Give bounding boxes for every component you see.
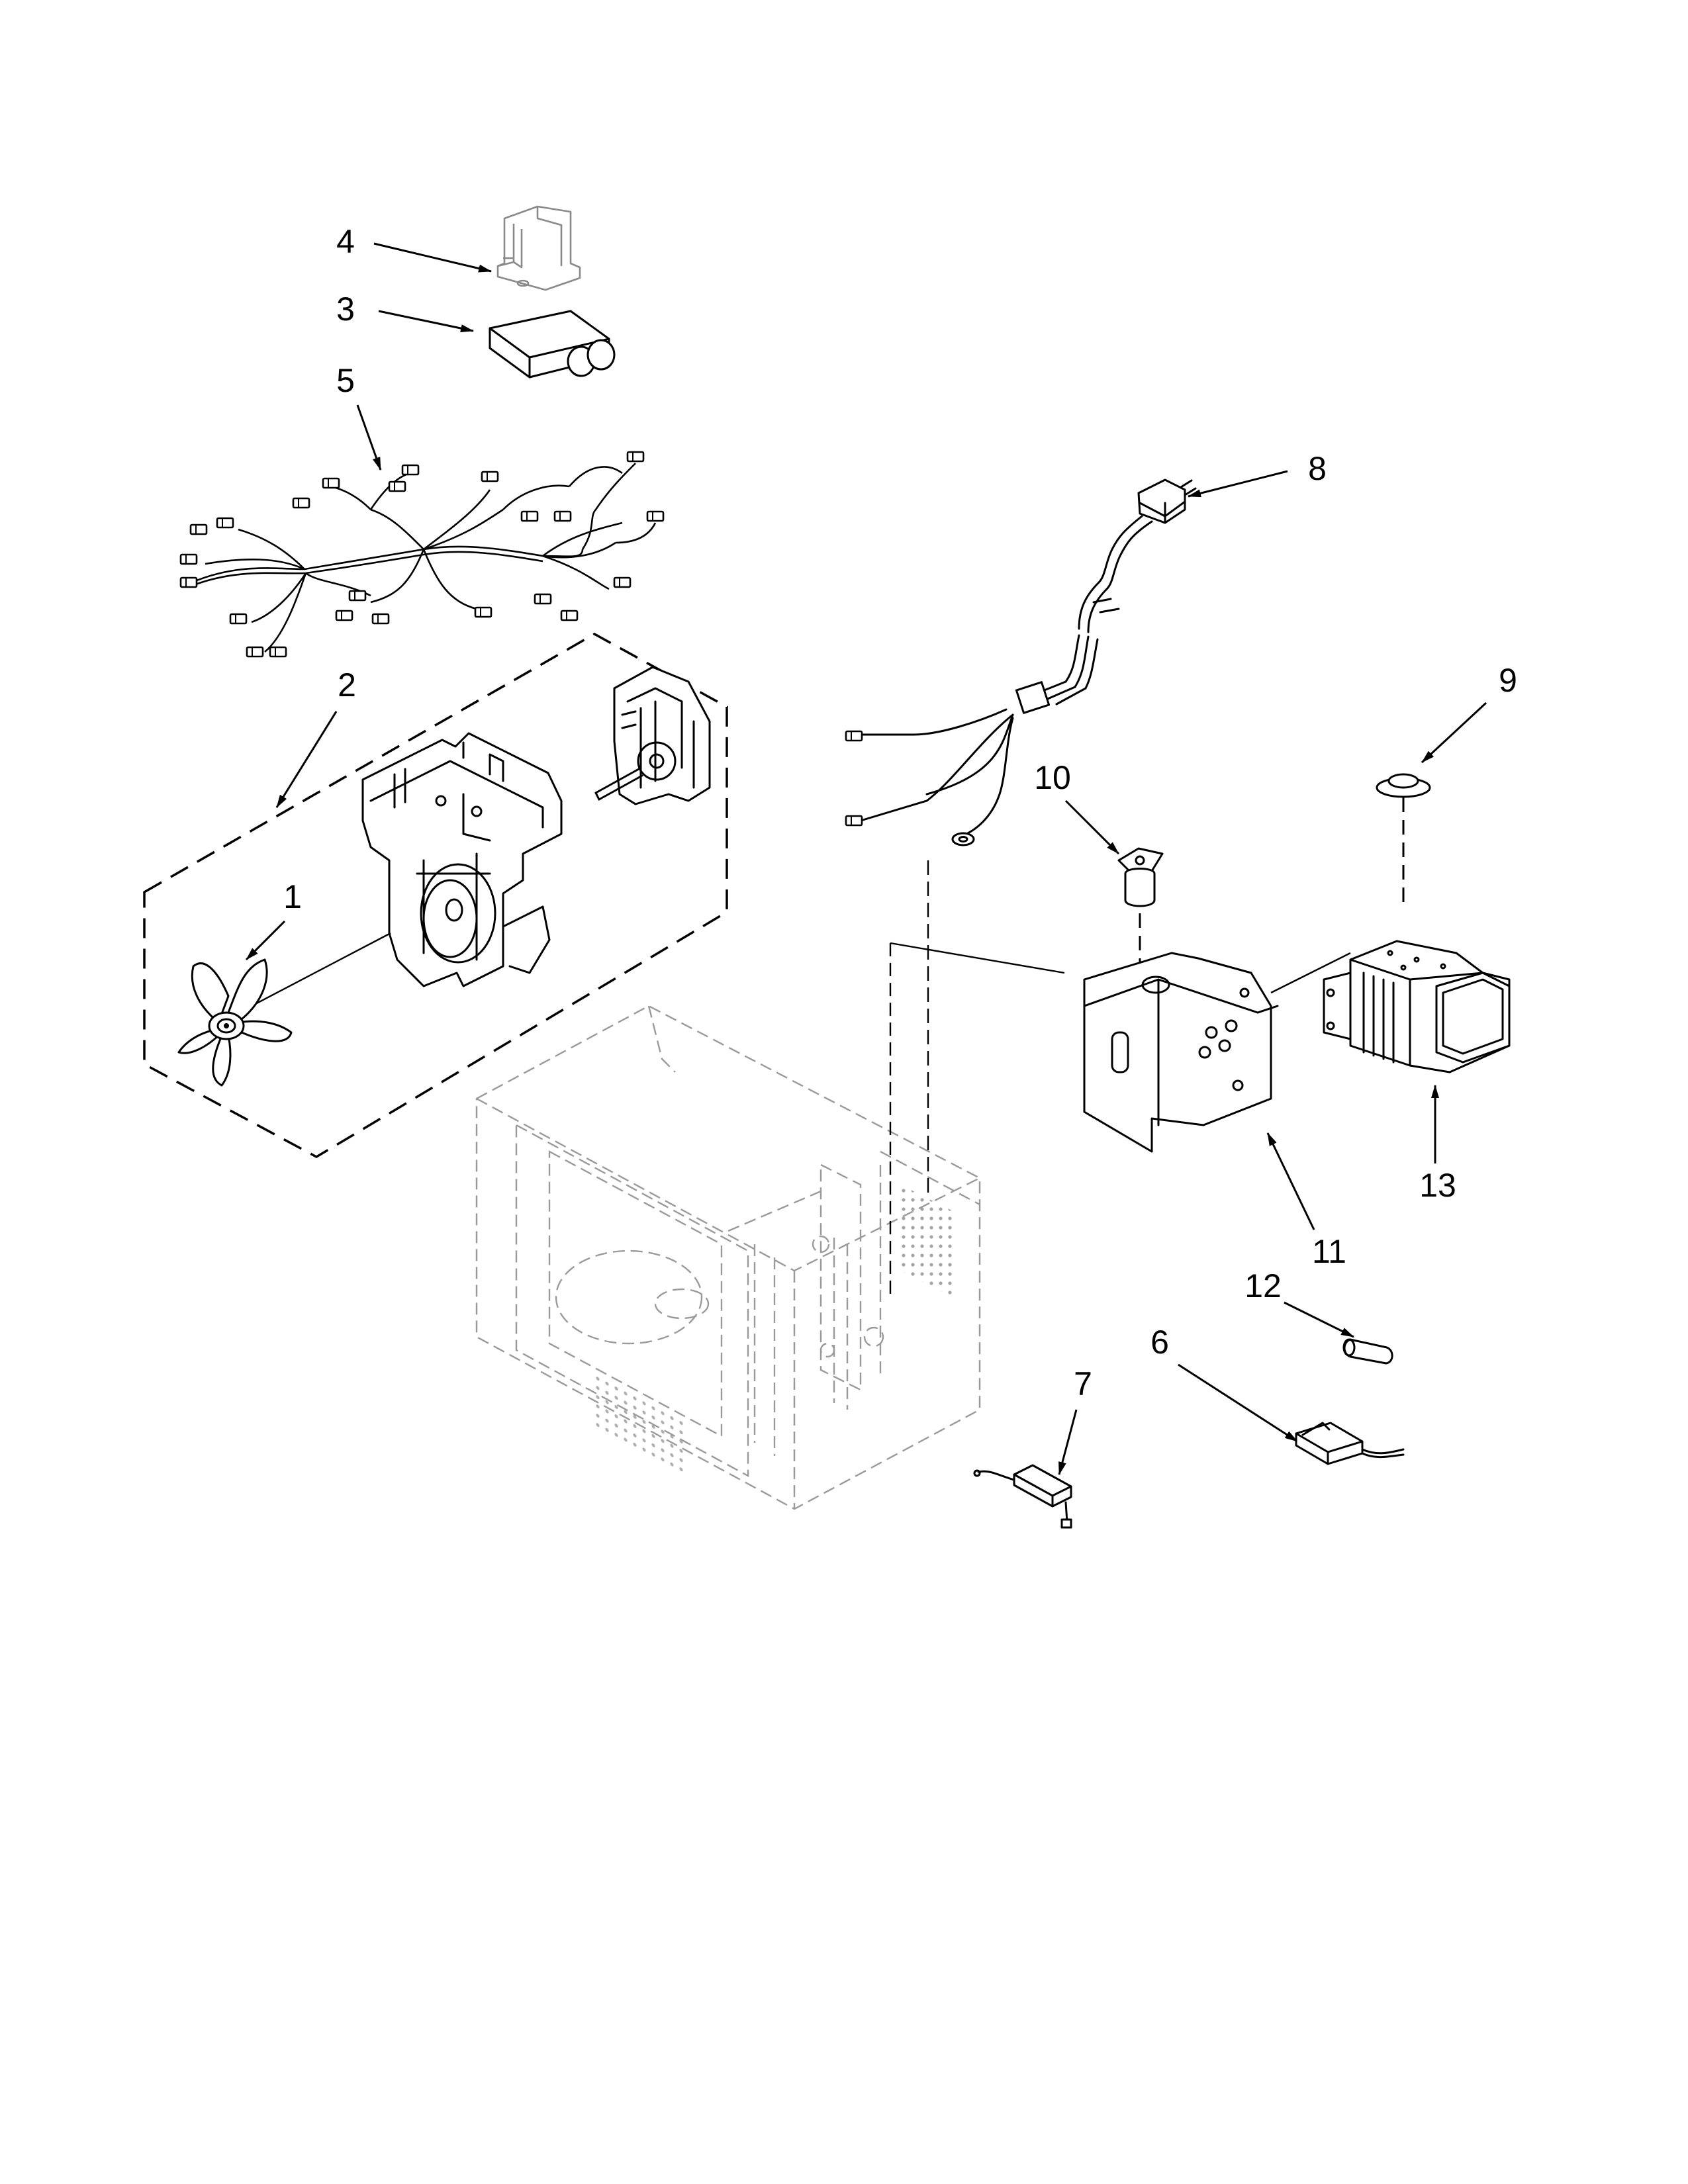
thermostat <box>1376 773 1431 907</box>
callout-10-label: 10 <box>1034 759 1071 796</box>
callout-1: 1 <box>245 878 302 961</box>
callout-6-label: 6 <box>1150 1324 1169 1361</box>
callout-4-leader <box>373 242 492 273</box>
callout-6-leader <box>1178 1363 1298 1443</box>
thermal-cutout <box>973 1464 1072 1529</box>
callout-3: 3 <box>336 291 474 332</box>
fuse <box>1342 1338 1393 1365</box>
capacitor <box>489 310 616 379</box>
callout-11-leader <box>1266 1132 1315 1230</box>
callout-5: 5 <box>336 362 382 471</box>
callout-12: 12 <box>1244 1267 1354 1338</box>
callout-10: 10 <box>1034 759 1120 855</box>
callout-12-leader <box>1284 1301 1354 1338</box>
callout-2-label: 2 <box>338 666 356 704</box>
callout-4: 4 <box>336 223 492 273</box>
callout-5-label: 5 <box>336 362 355 399</box>
oven-cavity-ghost <box>475 1005 981 1510</box>
callout-9: 9 <box>1421 662 1517 764</box>
callout-12-label: 12 <box>1244 1267 1282 1304</box>
diode <box>1117 847 1164 973</box>
callout-8-leader <box>1188 470 1288 498</box>
fan-blade <box>177 958 293 1087</box>
callout-3-leader <box>378 310 474 332</box>
callout-1-leader <box>245 920 286 961</box>
magnetron-link-line <box>1270 952 1351 994</box>
callout-10-leader <box>1064 799 1120 855</box>
magnetron <box>1323 940 1511 1073</box>
callout-7-label: 7 <box>1074 1365 1092 1402</box>
callout-7: 7 <box>1058 1365 1092 1475</box>
callout-11-label: 11 <box>1312 1233 1346 1270</box>
power-cord <box>845 478 1197 846</box>
fan-motor-assembly <box>143 632 728 1159</box>
magnetron-bracket <box>889 860 1351 1297</box>
callout-5-leader <box>356 404 382 471</box>
callout-2: 2 <box>275 666 356 808</box>
fan-axis-line <box>251 932 391 1007</box>
wire-harness <box>179 451 665 658</box>
callout-9-leader <box>1421 702 1487 764</box>
callout-2-leader <box>275 711 338 808</box>
bracket-link-line <box>890 942 1065 974</box>
callout-9-label: 9 <box>1499 662 1517 699</box>
callout-3-label: 3 <box>336 291 355 328</box>
callout-4-label: 4 <box>336 223 355 260</box>
callout-1-label: 1 <box>283 878 302 915</box>
callout-13: 13 <box>1419 1085 1456 1204</box>
vent-perforations-top <box>596 1375 688 1478</box>
callout-13-label: 13 <box>1419 1167 1456 1204</box>
callout-6: 6 <box>1150 1324 1298 1443</box>
vent-perforations-side <box>900 1185 953 1297</box>
fan-motor <box>594 666 711 805</box>
callout-11: 11 <box>1266 1132 1346 1270</box>
fan-shroud <box>361 732 563 987</box>
callout-7-leader <box>1058 1409 1078 1475</box>
callout-8: 8 <box>1188 450 1327 498</box>
capacitor-bracket <box>496 205 581 291</box>
sensor <box>1295 1422 1405 1465</box>
callout-8-label: 8 <box>1308 450 1327 487</box>
